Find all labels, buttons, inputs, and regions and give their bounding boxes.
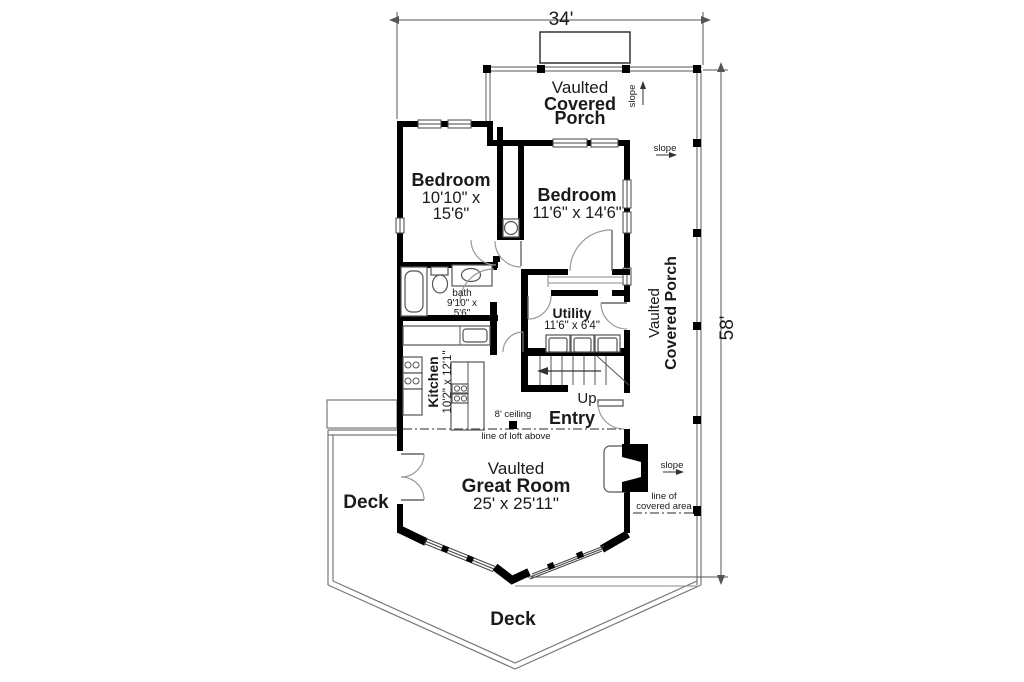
- window-mullion: [575, 551, 585, 559]
- room-labels: Vaulted Covered Porch Bedroom 10'10" x 1…: [343, 78, 692, 630]
- porch-top-label-porch: Porch: [554, 108, 605, 128]
- bath-door-arc: [459, 268, 495, 304]
- french-door-opening: [396, 451, 405, 504]
- deck-outline: [327, 584, 702, 670]
- utility-exterior-door-arc: [600, 302, 628, 330]
- dimension-line-height: 58': [516, 62, 738, 585]
- bath-name: bath: [452, 288, 471, 299]
- slope-annotation-greatroom: slope: [661, 460, 684, 475]
- utility-size: 11'6" x 6'4": [544, 320, 600, 332]
- stairs-up-label: Up: [577, 390, 596, 407]
- kitchen-size: 10'2" x 12'1": [442, 350, 454, 413]
- slope-annotation-top: slope: [627, 81, 646, 107]
- reference-lines: [403, 421, 701, 516]
- kitchen-sink: [462, 328, 488, 343]
- french-door-arc: [400, 476, 425, 501]
- great-room-label-vaulted: Vaulted: [488, 459, 544, 478]
- bedroom-left-size2: 15'6": [433, 205, 470, 223]
- porch-top-label-covered: Covered: [544, 94, 616, 114]
- bath-sink: [460, 267, 482, 283]
- deck-left-name: Deck: [343, 492, 389, 513]
- covered-area-note-1: line of: [651, 491, 677, 502]
- bedroom-right-name: Bedroom: [537, 185, 616, 205]
- kitchen-fixtures: [402, 325, 491, 431]
- bath-size2: 5'6": [454, 308, 471, 319]
- bath-fixtures: [400, 218, 520, 317]
- exterior-windows: [395, 119, 632, 504]
- covered-area-note-2: covered area: [636, 501, 692, 512]
- bedroom-left-name: Bedroom: [411, 170, 490, 190]
- slope-label: slope: [627, 85, 638, 108]
- bedroom-left-size1: 10'10" x: [422, 189, 481, 207]
- entry-door-opening: [623, 393, 632, 429]
- hall-door-arc: [502, 331, 524, 353]
- chimney: [539, 31, 631, 64]
- stairs: [537, 355, 630, 386]
- doors: [400, 229, 628, 501]
- entry-door-arc: [597, 402, 625, 430]
- kitchen-name: Kitchen: [425, 356, 441, 407]
- ceiling-height-note: 8' ceiling: [495, 409, 532, 420]
- overall-width-label: 34': [549, 9, 574, 30]
- prow-walls: [397, 525, 630, 585]
- utility-name: Utility: [553, 305, 592, 321]
- refrigerator: [402, 388, 423, 416]
- dimension-line-width: 34': [389, 9, 711, 119]
- overall-height-label: 58': [717, 316, 738, 341]
- fireplace: [603, 444, 648, 493]
- bedroom-left-door-arc: [470, 239, 497, 266]
- deck-bottom-name: Deck: [490, 609, 536, 630]
- window-mullion: [465, 555, 475, 563]
- window-mullion: [440, 545, 450, 553]
- utility-appliances: [545, 334, 621, 353]
- entry-name: Entry: [549, 408, 595, 428]
- bedroom-right-size: 11'6" x 14'6": [532, 204, 621, 222]
- porch-deck-outlines: [326, 31, 702, 670]
- loft-line-note: line of loft above: [481, 431, 550, 442]
- deck-step: [326, 399, 398, 429]
- slope-annotation-right: slope: [654, 143, 677, 158]
- great-room-size: 25' x 25'11": [473, 494, 559, 513]
- slope-label: slope: [654, 143, 677, 154]
- window-mullion: [546, 562, 556, 570]
- bath-size1: 9'10" x: [447, 298, 477, 309]
- porch-side-label-covered-porch: Covered Porch: [663, 256, 680, 370]
- great-room-name: Great Room: [462, 476, 571, 497]
- closet-shelf-lines: [547, 275, 624, 287]
- porch-side-label-vaulted: Vaulted: [646, 288, 663, 338]
- bedroom-right-door-arc: [569, 229, 613, 272]
- porch-top-label-vaulted: Vaulted: [552, 78, 608, 97]
- entry-door-leaf: [597, 399, 624, 407]
- slope-label: slope: [661, 460, 684, 471]
- utility-hall-door-arc: [527, 295, 552, 320]
- utility-door-opening: [623, 302, 632, 330]
- toilet: [430, 266, 449, 276]
- hall-closet-door-arc: [494, 240, 522, 268]
